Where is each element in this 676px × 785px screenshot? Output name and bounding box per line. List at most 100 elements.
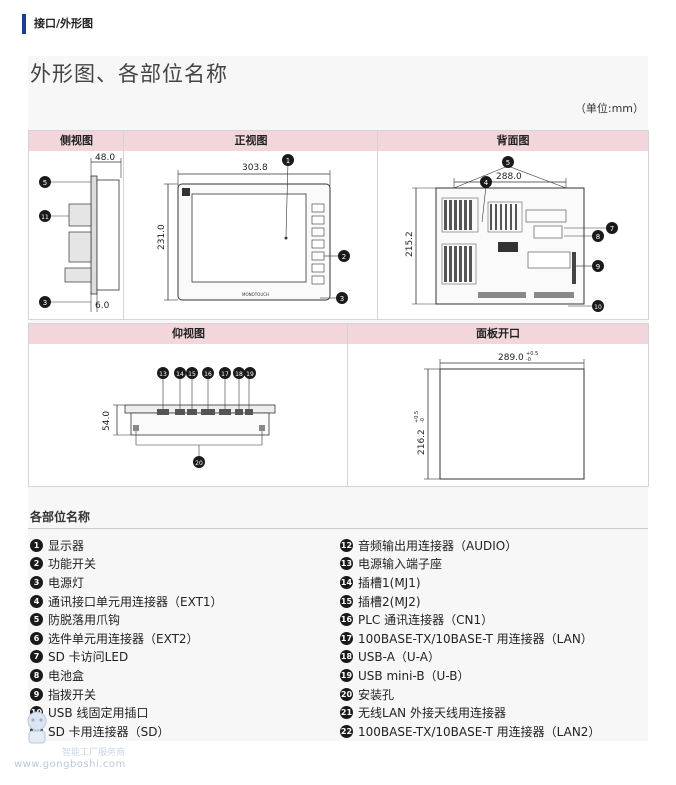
bottom-view: 仰视图 54.0 13 14 15 16 17	[28, 323, 349, 487]
unit-note: （单位:mm）	[574, 102, 644, 115]
part-name: USB-A（U-A）	[358, 650, 440, 665]
back-dim-width: 288.0	[496, 172, 522, 182]
side-view: 侧视图 48.0 6.0 5 11 3	[28, 130, 125, 320]
number-badge: 3	[30, 575, 43, 589]
number-badge: 20	[340, 687, 353, 701]
cutout-dim-height: 216.2	[417, 429, 427, 455]
part-name: 防脱落用爪钩	[48, 613, 121, 628]
front-function-keys	[311, 203, 325, 285]
bottom-callout-19	[244, 367, 256, 379]
side-callout-11	[39, 210, 51, 222]
back-callout-9	[592, 260, 604, 272]
list-item: 9 指拨开关	[30, 685, 223, 704]
parts-divider	[28, 528, 648, 529]
svg-text:8: 8	[596, 233, 600, 241]
front-view-title: 正视图	[124, 131, 378, 151]
svg-text:4: 4	[484, 179, 489, 187]
part-name: 插槽1(MJ1)	[358, 575, 421, 590]
cutout-height-tol-plus: +0.5	[414, 411, 420, 423]
back-callout-8	[592, 230, 604, 242]
list-item: 20 安装孔	[340, 685, 600, 704]
bottom-dim-height: 54.0	[102, 411, 112, 431]
cutout-height-tol-minus: -0	[420, 418, 426, 423]
cutout-view-title: 面板开口	[348, 324, 648, 344]
part-name: 无线LAN 外接天线用连接器	[358, 706, 506, 721]
number-badge: 6	[30, 631, 43, 645]
number-badge: 19	[340, 668, 353, 682]
back-callout-10	[592, 300, 604, 312]
part-name: SD 卡用连接器（SD）	[48, 724, 170, 739]
number-badge: 5	[30, 613, 43, 627]
svg-text:2: 2	[342, 253, 346, 261]
svg-text:18: 18	[235, 371, 243, 378]
part-name: 电源灯	[48, 575, 85, 590]
number-badge: 22	[340, 724, 353, 738]
number-badge: 17	[340, 631, 353, 645]
bottom-callout-13	[157, 367, 169, 379]
list-item: 4 通讯接口单元用连接器（EXT1）	[30, 592, 223, 611]
svg-text:9: 9	[596, 263, 600, 271]
svg-text:19: 19	[246, 371, 254, 378]
front-brand-text: MONOTOUCH	[242, 292, 269, 297]
number-badge: 13	[340, 557, 353, 571]
svg-text:1: 1	[286, 157, 290, 165]
part-name: 100BASE-TX/10BASE-T 用连接器（LAN）	[358, 631, 593, 646]
parts-title: 各部位名称	[30, 510, 91, 524]
number-badge: 1	[30, 538, 43, 552]
list-item: 1 显示器	[30, 536, 223, 555]
side-callout-3	[39, 296, 51, 308]
bottom-callout-18	[233, 367, 245, 379]
list-item: 6 选件单元用连接器（EXT2）	[30, 629, 223, 648]
list-item: 13 电源输入端子座	[340, 555, 600, 574]
part-name: 100BASE-TX/10BASE-T 用连接器（LAN2）	[358, 724, 601, 739]
side-dim-bottom: 6.0	[95, 301, 110, 311]
list-item: 5 防脱落用爪钩	[30, 610, 223, 629]
back-vent-pattern	[441, 197, 576, 298]
list-item: 19 USB mini-B（U-B）	[340, 666, 600, 685]
page-title: 外形图、各部位名称	[30, 62, 228, 86]
bottom-connectors	[133, 409, 265, 431]
front-callout-3	[336, 292, 348, 304]
svg-text:14: 14	[176, 371, 184, 378]
number-badge: 21	[340, 706, 353, 720]
svg-text:16: 16	[204, 371, 212, 378]
part-name: 插槽2(MJ2)	[358, 594, 421, 609]
list-item: 17 100BASE-TX/10BASE-T 用连接器（LAN）	[340, 629, 600, 648]
back-view-title: 背面图	[378, 131, 648, 151]
part-name: SD 卡访问LED	[48, 650, 129, 665]
section-header: 接口/外形图	[22, 14, 93, 34]
part-name: 音频输出用连接器（AUDIO）	[358, 538, 518, 553]
part-name: 选件单元用连接器（EXT2）	[48, 631, 199, 646]
front-dim-width: 303.8	[242, 163, 268, 173]
part-name: 指拨开关	[48, 687, 97, 702]
part-name: 电源输入端子座	[358, 557, 443, 572]
svg-text:17: 17	[221, 371, 229, 378]
svg-text:10: 10	[594, 304, 602, 311]
number-badge: 4	[30, 594, 43, 608]
back-callout-4	[480, 176, 492, 188]
front-callout-1	[282, 154, 294, 166]
part-name: 通讯接口单元用连接器（EXT1）	[48, 594, 223, 609]
number-badge: 9	[30, 687, 43, 701]
number-badge: 7	[30, 650, 43, 664]
svg-text:20: 20	[195, 460, 203, 467]
cutout-width-tol-minus: -0	[526, 357, 531, 363]
part-name: USB 线固定用插口	[48, 706, 149, 721]
list-item: 15 插槽2(MJ2)	[340, 592, 600, 611]
part-name: 安装孔	[358, 687, 395, 702]
part-name: USB mini-B（U-B）	[358, 668, 470, 683]
svg-text:5: 5	[43, 179, 47, 187]
back-view-drawing: 288.0 215.2 5	[405, 156, 618, 312]
part-name: 电池盒	[48, 668, 85, 683]
number-badge: 15	[340, 594, 353, 608]
svg-text:11: 11	[41, 214, 49, 221]
cutout-view: 面板开口 289.0 +0.5 -0 216.2 +0.5 -0	[347, 323, 649, 487]
list-item: 22 100BASE-TX/10BASE-T 用连接器（LAN2）	[340, 722, 600, 741]
front-callout-2	[338, 250, 350, 262]
front-dim-height: 231.0	[157, 224, 167, 250]
part-name: 显示器	[48, 538, 85, 553]
